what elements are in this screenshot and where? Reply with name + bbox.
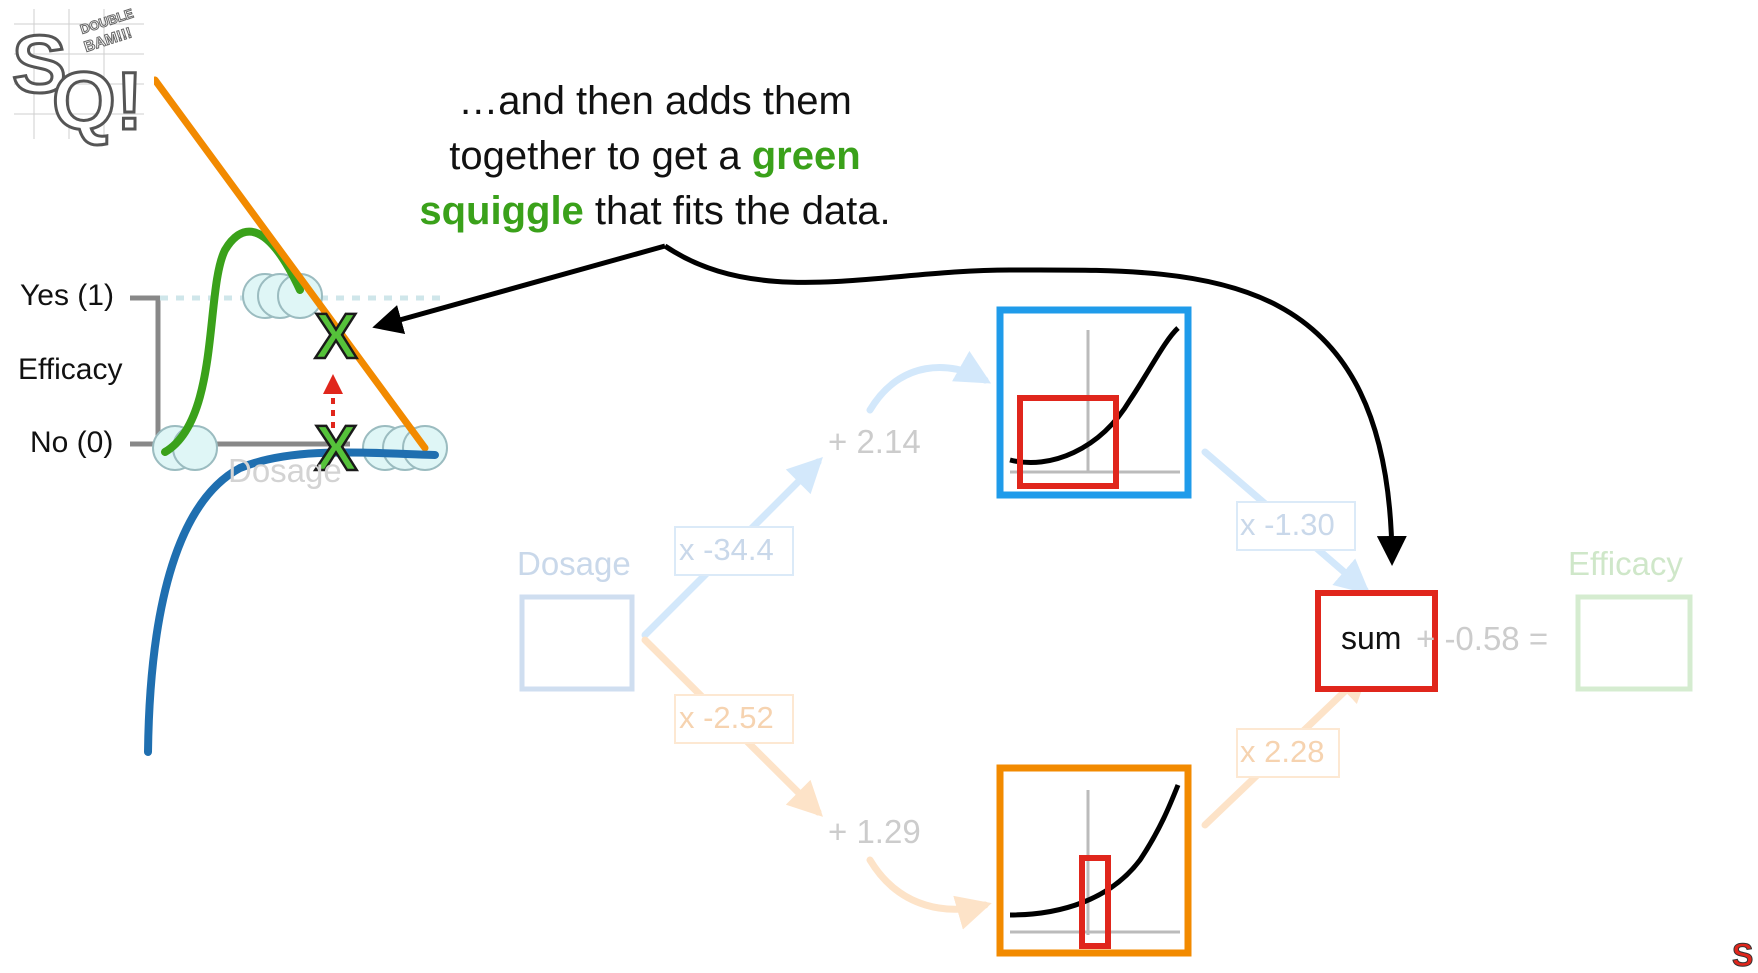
sum-label: sum <box>1341 620 1402 656</box>
caption-squiggle-word: squiggle <box>419 189 584 233</box>
hidden-node-top <box>996 306 1192 499</box>
hidden-node-bottom <box>996 764 1192 957</box>
caption-green-word: green <box>751 134 861 178</box>
weight-out-bottom-label: x 2.28 <box>1240 734 1325 769</box>
caption-arrow <box>663 243 1407 566</box>
bias-top-label: + 2.14 <box>828 423 921 460</box>
weight-out-top-label: x -1.30 <box>1240 507 1335 542</box>
caption-line-3: squiggle that fits the data. <box>330 184 980 239</box>
x-axis-label: Dosage <box>228 452 342 489</box>
weight-top-box <box>674 526 794 576</box>
x-marker-top: X <box>313 299 359 374</box>
data-point <box>172 425 218 471</box>
svg-text:X: X <box>315 412 358 484</box>
caption-line-2: together to get a green <box>330 129 980 184</box>
input-label: Dosage <box>517 545 631 582</box>
final-bias-label: + -0.58 = <box>1416 620 1549 657</box>
svg-text:S: S <box>12 19 67 110</box>
bias-bottom-label: + 1.29 <box>828 813 921 850</box>
logo-icon: S Q! DOUBLE BAM!!! <box>4 4 154 149</box>
weight-bottom-box <box>674 694 794 744</box>
weight-out-top-box <box>1236 501 1356 551</box>
svg-text:X: X <box>315 300 358 372</box>
y-axis-label: Efficacy <box>18 353 123 386</box>
caption: …and then adds them together to get a gr… <box>330 74 980 239</box>
weight-bottom-label: x -2.52 <box>679 700 774 735</box>
orange-curve <box>151 76 429 452</box>
corner-logo: S <box>1730 936 1758 973</box>
svg-text:S: S <box>1732 937 1753 968</box>
weight-out-bottom-box <box>1236 728 1340 778</box>
statquest-logo: S Q! DOUBLE BAM!!! <box>4 4 154 149</box>
caption-pointer <box>372 243 666 335</box>
sum-node-box <box>1315 590 1438 692</box>
x-marker-bottom: X <box>313 411 359 486</box>
output-node-box <box>1575 594 1693 692</box>
corner-logo-icon: S <box>1732 937 1754 973</box>
caption-line-3-text: that fits the data. <box>583 189 891 233</box>
weight-top-label: x -34.4 <box>679 532 774 567</box>
caption-line-2-text: together to get a <box>449 134 752 178</box>
svg-text:Q!: Q! <box>52 56 143 147</box>
input-node-box <box>519 594 635 692</box>
data-points <box>152 273 448 471</box>
blue-curve <box>144 448 439 756</box>
output-label: Efficacy <box>1568 545 1683 582</box>
y-label-yes: Yes (1) <box>20 279 114 312</box>
caption-line-1: …and then adds them <box>458 79 852 123</box>
y-label-no: No (0) <box>30 426 114 459</box>
green-squiggle <box>161 227 304 456</box>
